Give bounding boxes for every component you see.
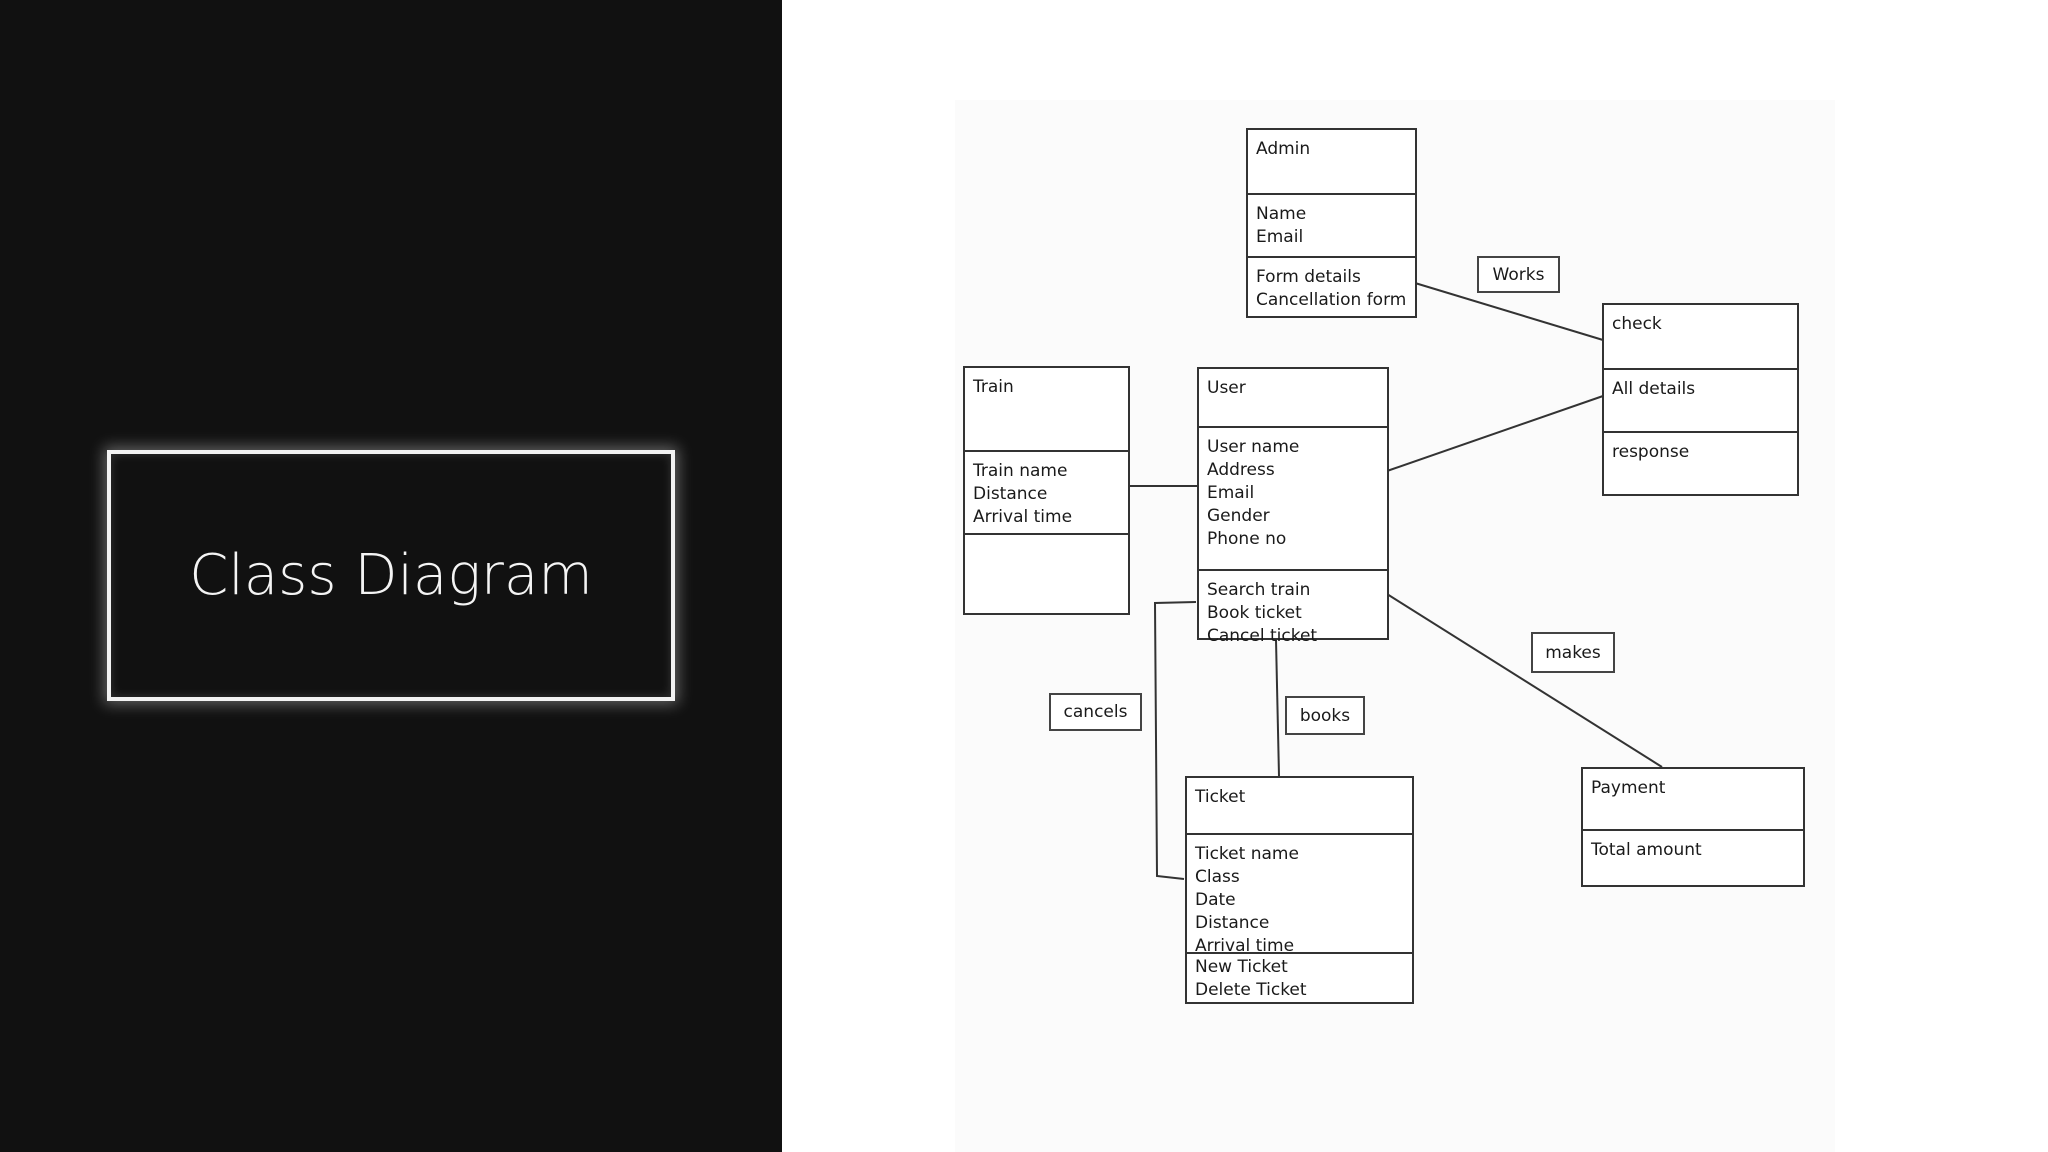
class-admin: Admin Name Email Form details Cancellati…	[1246, 128, 1417, 318]
attribute: Total amount	[1591, 840, 1702, 860]
class-check: check All details response	[1602, 303, 1799, 496]
left-panel: Class Diagram	[0, 0, 782, 1152]
user-ticket-books-link	[1275, 639, 1280, 777]
operation: New Ticket	[1195, 957, 1288, 977]
class-payment-name-section: Payment	[1583, 769, 1803, 829]
attribute: Email	[1207, 483, 1255, 503]
class-user: User User name Address Email Gender Phon…	[1197, 367, 1389, 646]
attribute: Email	[1256, 227, 1304, 247]
relationship-label-works-text: Works	[1492, 264, 1545, 285]
operation: response	[1612, 442, 1690, 462]
operation: Cancel ticket	[1207, 626, 1318, 646]
attribute: Distance	[1195, 913, 1270, 933]
operation: Cancellation form	[1256, 290, 1407, 310]
class-ticket-attributes: Ticket name Class Date Distance Arrival …	[1187, 833, 1412, 952]
attribute: Name	[1256, 204, 1307, 224]
attribute: Train name	[973, 461, 1068, 481]
class-user-attributes: User name Address Email Gender Phone no	[1199, 426, 1387, 569]
relationship-label-makes: makes	[1531, 632, 1615, 673]
class-ticket: Ticket Ticket name Class Date Distance A…	[1185, 776, 1414, 1004]
attribute: Gender	[1207, 506, 1270, 526]
attribute: Date	[1195, 890, 1236, 910]
class-payment-attributes: Total amount	[1583, 829, 1803, 862]
class-check-name: check	[1612, 314, 1662, 334]
operation: Delete Ticket	[1195, 980, 1307, 1000]
relationship-label-works: Works	[1477, 256, 1560, 293]
attribute: Ticket name	[1195, 844, 1299, 864]
class-ticket-operations: New Ticket Delete Ticket	[1187, 952, 1412, 1002]
attribute: Arrival time	[1195, 936, 1295, 952]
class-user-name-section: User	[1199, 369, 1387, 426]
user-payment-makes-link	[1386, 593, 1663, 768]
relationship-label-cancels-text: cancels	[1063, 702, 1128, 722]
class-train-name: Train	[973, 377, 1014, 397]
attribute: Distance	[973, 484, 1048, 504]
class-user-name: User	[1207, 378, 1246, 398]
class-train-attributes: Train name Distance Arrival time	[965, 450, 1128, 533]
relationship-label-cancels: cancels	[1049, 693, 1142, 731]
class-train-name-section: Train	[965, 368, 1128, 450]
operation: Search train	[1207, 580, 1311, 600]
relationship-label-makes-text: makes	[1545, 642, 1601, 663]
class-user-operations: Search train Book ticket Cancel ticket	[1199, 569, 1387, 648]
attribute: Phone no	[1207, 529, 1287, 549]
relationship-label-books: books	[1285, 696, 1365, 735]
class-check-attributes: All details	[1604, 368, 1797, 431]
class-check-name-section: check	[1604, 305, 1797, 368]
operation: Form details	[1256, 267, 1361, 287]
user-ticket-cancels-link	[1153, 601, 1197, 880]
class-admin-attributes: Name Email	[1248, 193, 1415, 256]
title-frame: Class Diagram	[107, 450, 675, 701]
class-admin-operations: Form details Cancellation form	[1248, 256, 1415, 312]
attribute: User name	[1207, 437, 1300, 457]
class-admin-name-section: Admin	[1248, 130, 1415, 193]
attribute: Arrival time	[973, 507, 1073, 527]
relationship-label-books-text: books	[1299, 705, 1351, 726]
attribute: All details	[1612, 379, 1696, 399]
class-train: Train Train name Distance Arrival time	[963, 366, 1130, 615]
class-ticket-name-section: Ticket	[1187, 778, 1412, 833]
class-admin-name: Admin	[1256, 139, 1311, 159]
class-payment-name: Payment	[1591, 778, 1666, 798]
slide-title: Class Diagram	[189, 543, 593, 608]
admin-check-link	[1414, 282, 1604, 341]
class-train-operations	[965, 533, 1128, 543]
attribute: Address	[1207, 460, 1275, 480]
user-check-link	[1386, 395, 1604, 472]
attribute: Class	[1195, 867, 1240, 887]
operation: Book ticket	[1207, 603, 1302, 623]
class-ticket-name: Ticket	[1195, 787, 1246, 807]
class-payment: Payment Total amount	[1581, 767, 1805, 887]
class-check-operations: response	[1604, 431, 1797, 464]
